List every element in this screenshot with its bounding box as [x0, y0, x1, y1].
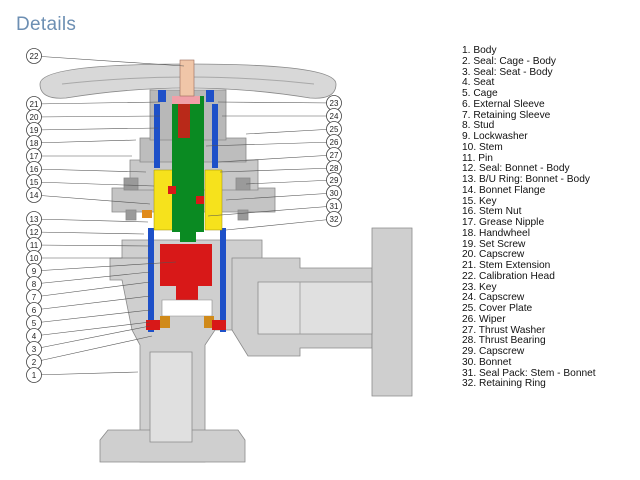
parts-list-item: 9. Lockwasher — [462, 131, 528, 142]
callout-number: 20 — [30, 113, 39, 122]
internal-parts — [142, 59, 226, 332]
parts-list-item: 12. Seal: Bonnet - Body — [462, 163, 570, 175]
callout-number: 6 — [32, 306, 37, 315]
parts-list-item: 22. Calibration Head — [462, 270, 555, 282]
callout-number: 11 — [30, 241, 39, 250]
parts-list-item: 25. Cover Plate — [462, 303, 533, 314]
callout-number: 14 — [30, 191, 39, 200]
parts-list-item: 5. Cage — [462, 88, 498, 99]
parts-list-item: 2. Seal: Cage - Body — [462, 55, 557, 67]
callout-number: 19 — [30, 126, 39, 135]
callout-number: 28 — [330, 164, 339, 173]
callout-24: 24 — [222, 108, 342, 124]
callout-number: 13 — [30, 215, 39, 224]
callout-number: 5 — [32, 319, 37, 328]
parts-list-item: 28. Thrust Bearing — [462, 335, 546, 347]
callout-15: 15 — [26, 174, 155, 190]
callout-number: 21 — [30, 100, 39, 109]
callout-number: 1 — [32, 371, 37, 380]
parts-list-item: 8. Stud — [462, 120, 495, 132]
callout-number: 15 — [30, 178, 39, 187]
callout-number: 24 — [330, 112, 339, 121]
parts-list-item: 30. Bonnet — [462, 356, 512, 368]
parts-list-item: 20. Capscrew — [462, 249, 525, 261]
callout-number: 3 — [32, 345, 37, 354]
parts-list-item: 16. Stem Nut — [462, 206, 522, 218]
parts-list-item: 6. External Sleeve — [462, 98, 545, 110]
parts-list-item: 10. Stem — [462, 141, 503, 153]
callout-number: 2 — [32, 358, 37, 367]
parts-list-item: 29. Capscrew — [462, 346, 525, 357]
callout-number: 29 — [330, 176, 339, 185]
callout-16: 16 — [26, 161, 147, 177]
callout-number: 27 — [330, 151, 339, 160]
callout-3: 3 — [26, 325, 151, 357]
callout-number: 18 — [30, 139, 39, 148]
parts-list-item: 3. Seal: Seat - Body — [462, 66, 553, 78]
callout-number: 7 — [32, 293, 37, 302]
parts-list-item: 24. Capscrew — [462, 292, 525, 304]
callout-number: 22 — [30, 52, 39, 61]
parts-list-item: 11. Pin — [462, 152, 493, 164]
callout-number: 8 — [32, 280, 37, 289]
callout-29: 29 — [245, 172, 342, 188]
callout-7: 7 — [26, 281, 151, 305]
callout-18: 18 — [26, 135, 137, 151]
callout-20: 20 — [26, 109, 161, 125]
callout-number: 9 — [32, 267, 37, 276]
callout-2: 2 — [26, 335, 153, 370]
parts-list-item: 1. Body — [462, 45, 497, 56]
callout-27: 27 — [217, 147, 342, 163]
parts-list-item: 18. Handwheel — [462, 227, 530, 239]
parts-list-item: 31. Seal Pack: Stem - Bonnet — [462, 367, 596, 379]
parts-list-item: 15. Key — [462, 195, 497, 207]
callout-9: 9 — [26, 261, 177, 279]
parts-list-item: 19. Set Screw — [462, 238, 526, 250]
callout-number: 10 — [30, 254, 39, 263]
callout-number: 31 — [330, 202, 339, 211]
callout-leaders: 2221201918171615141312111098765432123242… — [26, 48, 342, 383]
callout-number: 12 — [30, 228, 39, 237]
parts-list-item: 23. Key — [462, 281, 497, 293]
callout-13: 13 — [26, 211, 149, 227]
callout-number: 17 — [30, 152, 39, 161]
callout-32: 32 — [225, 211, 342, 231]
callout-25: 25 — [245, 121, 342, 137]
callout-22: 22 — [26, 48, 185, 67]
callout-17: 17 — [26, 148, 132, 164]
callout-10: 10 — [26, 250, 150, 266]
callout-number: 4 — [32, 332, 37, 341]
callout-1: 1 — [26, 367, 139, 383]
parts-list-item: 27. Thrust Washer — [462, 324, 546, 336]
callout-12: 12 — [26, 224, 145, 240]
parts-list-item: 32. Retaining Ring — [462, 378, 546, 390]
parts-list-item: 17. Grease Nipple — [462, 217, 545, 228]
callout-23: 23 — [217, 95, 342, 111]
callout-number: 30 — [330, 189, 339, 198]
callout-26: 26 — [205, 134, 342, 150]
callout-number: 25 — [330, 125, 339, 134]
parts-list-item: 14. Bonnet Flange — [462, 184, 546, 196]
callout-number: 16 — [30, 165, 39, 174]
callout-8: 8 — [26, 271, 151, 292]
parts-list-item: 13. B/U Ring: Bonnet - Body — [462, 174, 590, 185]
callout-number: 32 — [330, 215, 339, 224]
valve-body — [99, 89, 413, 463]
callout-number: 26 — [330, 138, 339, 147]
callout-28: 28 — [219, 160, 342, 176]
parts-list-item: 21. Stem Extension — [462, 260, 551, 271]
callout-14: 14 — [26, 187, 151, 205]
callout-31: 31 — [207, 198, 342, 217]
parts-list-item: 4. Seat — [462, 77, 495, 89]
callout-30: 30 — [225, 185, 342, 201]
parts-list-item: 7. Retaining Sleeve — [462, 109, 551, 121]
callout-19: 19 — [26, 122, 159, 138]
page-title: Details — [16, 14, 77, 35]
callout-11: 11 — [26, 237, 151, 253]
callout-21: 21 — [26, 96, 161, 112]
callout-number: 23 — [330, 99, 339, 108]
parts-list-item: 26. Wiper — [462, 313, 506, 325]
